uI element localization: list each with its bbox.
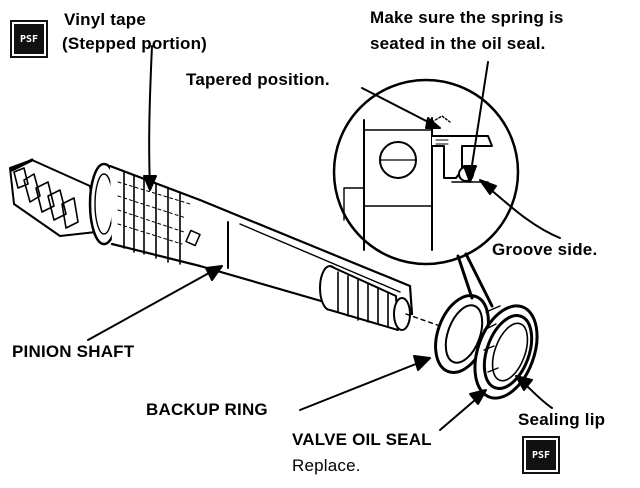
pinion-gear <box>9 158 97 237</box>
valve-oil-seal-label: VALVE OIL SEAL <box>292 430 432 449</box>
psf-fluid-icon: PSF <box>10 20 48 58</box>
stepped-portion-label: (Stepped portion) <box>62 34 208 53</box>
spring-note-line1: Make sure the spring is <box>370 8 564 27</box>
replace-label: Replace. <box>292 456 361 475</box>
vinyl-tape-label: Vinyl tape <box>64 10 146 29</box>
backup-ring-label: BACKUP RING <box>146 400 268 419</box>
psf-fluid-icon-bottom: PSF <box>522 436 560 474</box>
tapered-position-label: Tapered position. <box>186 70 330 89</box>
groove-side-label: Groove side. <box>492 240 598 259</box>
leader-lines <box>87 45 561 431</box>
spline-end <box>319 265 411 331</box>
sealing-lip-label: Sealing lip <box>518 410 606 429</box>
pinion-shaft <box>9 158 441 331</box>
pinion-shaft-label: PINION SHAFT <box>12 342 135 361</box>
detail-view <box>332 78 520 266</box>
valve-oil-seal <box>473 304 539 400</box>
spring-note-line2: seated in the oil seal. <box>370 34 546 53</box>
